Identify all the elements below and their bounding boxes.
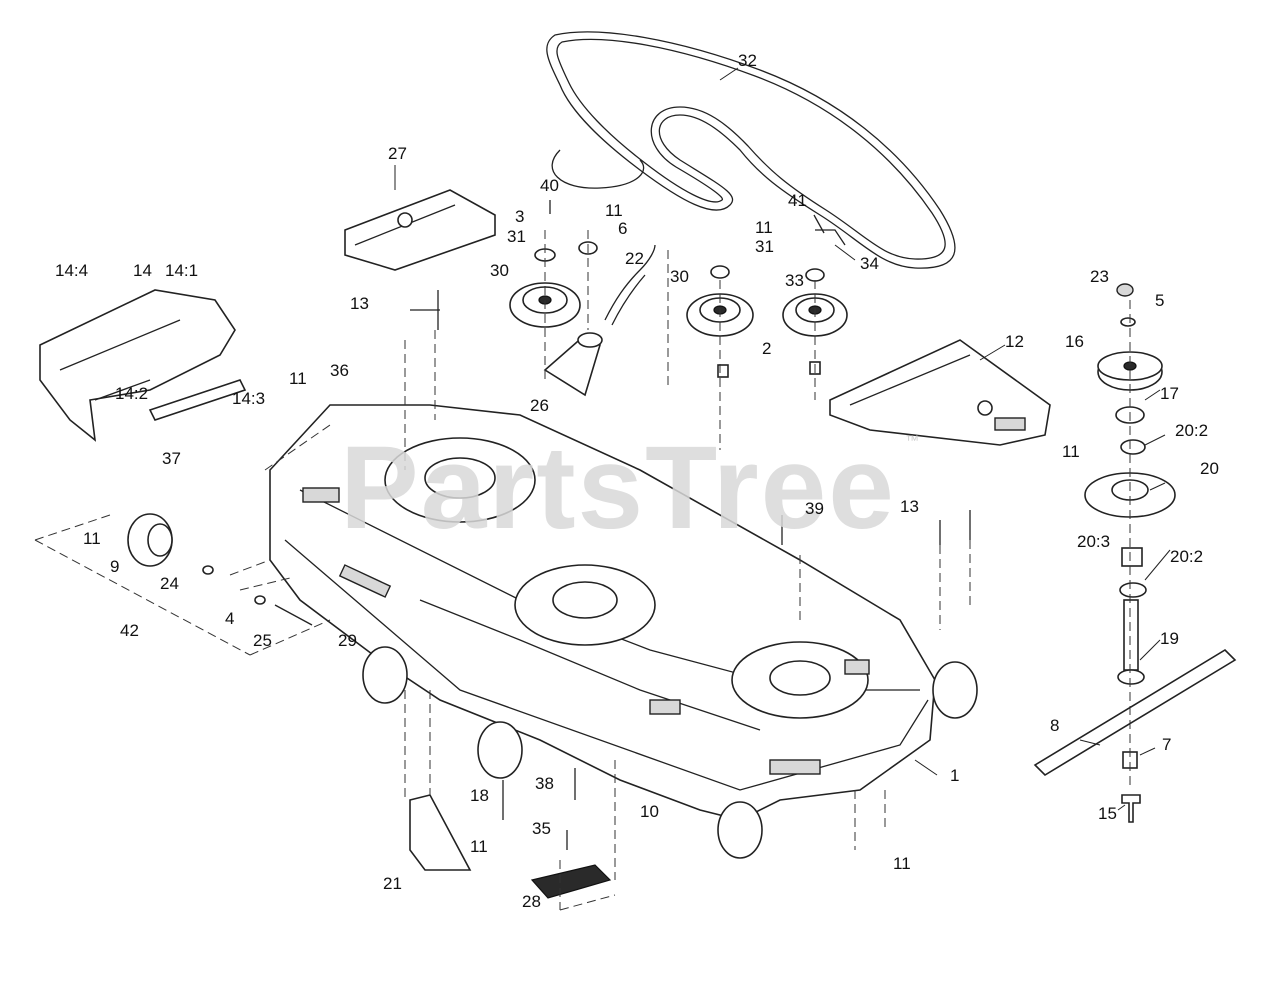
callout-4[interactable]: 4 bbox=[225, 609, 235, 628]
callout-38[interactable]: 38 bbox=[535, 774, 554, 793]
bolt-13-right[interactable] bbox=[939, 510, 971, 545]
spacer-2-a[interactable] bbox=[717, 364, 729, 378]
callout-11-b[interactable]: 11 bbox=[289, 369, 307, 388]
callout-3[interactable]: 3 bbox=[515, 207, 525, 226]
callout-5[interactable]: 5 bbox=[1155, 291, 1165, 310]
washer-4[interactable] bbox=[254, 595, 266, 605]
washer-31-b[interactable] bbox=[710, 265, 730, 279]
washer-31-c[interactable] bbox=[805, 268, 825, 282]
callout-39[interactable]: 39 bbox=[805, 499, 824, 518]
bearing-20-2-bottom[interactable] bbox=[1119, 582, 1147, 598]
callout-23[interactable]: 23 bbox=[1090, 267, 1109, 286]
leader-lines bbox=[394, 67, 1171, 811]
callout-18[interactable]: 18 bbox=[470, 786, 489, 805]
mower-deck-1[interactable] bbox=[269, 404, 978, 859]
belt-cover-12[interactable] bbox=[829, 339, 1051, 446]
callout-26[interactable]: 26 bbox=[530, 396, 549, 415]
callout-11-e[interactable]: 11 bbox=[1062, 442, 1080, 461]
wheel-9[interactable] bbox=[127, 513, 173, 567]
callout-11-a[interactable]: 11 bbox=[83, 529, 101, 548]
callout-12[interactable]: 12 bbox=[1005, 332, 1024, 351]
callout-14[interactable]: 14 bbox=[133, 261, 152, 280]
callout-2[interactable]: 2 bbox=[762, 339, 772, 358]
callout-25[interactable]: 25 bbox=[253, 631, 272, 650]
nut-23[interactable] bbox=[1116, 283, 1134, 297]
foot-plate-28[interactable] bbox=[530, 864, 612, 899]
bolt-24[interactable] bbox=[202, 565, 214, 575]
pulley-16[interactable] bbox=[1097, 351, 1163, 391]
spacer-20-3[interactable] bbox=[1121, 547, 1143, 567]
callout-17[interactable]: 17 bbox=[1160, 384, 1179, 403]
bolt-13-left[interactable] bbox=[410, 290, 440, 330]
callout-14-2[interactable]: 14:2 bbox=[115, 384, 149, 403]
callout-41[interactable]: 41 bbox=[788, 191, 807, 210]
bolt-15[interactable] bbox=[1121, 794, 1141, 823]
idler-arm-26[interactable] bbox=[543, 332, 603, 397]
callout-8[interactable]: 8 bbox=[1050, 716, 1060, 735]
callout-9[interactable]: 9 bbox=[110, 557, 120, 576]
assembly-lines bbox=[34, 230, 1131, 911]
watermark: PartsTree bbox=[340, 422, 896, 554]
callout-13-b[interactable]: 13 bbox=[900, 497, 919, 516]
belt-cover-27[interactable] bbox=[344, 189, 496, 271]
callout-24[interactable]: 24 bbox=[160, 574, 179, 593]
belt-cover-14[interactable] bbox=[39, 289, 236, 442]
callout-34[interactable]: 34 bbox=[860, 254, 879, 273]
callout-16[interactable]: 16 bbox=[1065, 332, 1084, 351]
callout-19[interactable]: 19 bbox=[1160, 629, 1179, 648]
callout-22[interactable]: 22 bbox=[625, 249, 644, 268]
bracket-14-2[interactable] bbox=[148, 379, 247, 421]
callout-6[interactable]: 6 bbox=[618, 219, 628, 238]
blade-8[interactable] bbox=[1033, 648, 1237, 777]
callout-10[interactable]: 10 bbox=[640, 802, 659, 821]
callout-20-2-a[interactable]: 20:2 bbox=[1175, 421, 1209, 440]
callout-35[interactable]: 35 bbox=[532, 819, 551, 838]
belt-32[interactable] bbox=[546, 31, 956, 269]
bolt-25[interactable] bbox=[274, 604, 313, 626]
callout-40[interactable]: 40 bbox=[540, 176, 559, 195]
bracket-34[interactable] bbox=[815, 229, 846, 246]
callout-33[interactable]: 33 bbox=[785, 271, 804, 290]
callout-36[interactable]: 36 bbox=[330, 361, 349, 380]
callout-20[interactable]: 20 bbox=[1200, 459, 1219, 478]
watermark-trademark: ™ bbox=[905, 432, 919, 448]
callout-30-b[interactable]: 30 bbox=[670, 267, 689, 286]
callout-31-b[interactable]: 31 bbox=[755, 237, 774, 256]
bearing-20-2-top[interactable] bbox=[1120, 439, 1146, 455]
callout-11-c[interactable]: 11 bbox=[605, 201, 623, 220]
callout-11-f[interactable]: 11 bbox=[470, 837, 488, 856]
callout-20-2-b[interactable]: 20:2 bbox=[1170, 547, 1204, 566]
callout-13-a[interactable]: 13 bbox=[350, 294, 369, 313]
callout-14-1[interactable]: 14:1 bbox=[165, 261, 199, 280]
callout-37[interactable]: 37 bbox=[162, 449, 181, 468]
bracket-21[interactable] bbox=[409, 794, 472, 871]
callout-20-3[interactable]: 20:3 bbox=[1077, 532, 1111, 551]
callout-42[interactable]: 42 bbox=[120, 621, 139, 640]
spindle-shaft-19[interactable] bbox=[1117, 599, 1145, 685]
callout-7[interactable]: 7 bbox=[1162, 735, 1172, 754]
callout-27[interactable]: 27 bbox=[388, 144, 407, 163]
callout-32[interactable]: 32 bbox=[738, 51, 757, 70]
washer-5[interactable] bbox=[1120, 317, 1136, 327]
callout-31-a[interactable]: 31 bbox=[507, 227, 526, 246]
callout-14-3[interactable]: 14:3 bbox=[232, 389, 266, 408]
callout-14-4[interactable]: 14:4 bbox=[55, 261, 89, 280]
callout-11-g[interactable]: 11 bbox=[893, 854, 911, 873]
callout-29[interactable]: 29 bbox=[338, 631, 357, 650]
callout-1[interactable]: 1 bbox=[950, 766, 960, 785]
callout-28[interactable]: 28 bbox=[522, 892, 541, 911]
callout-15[interactable]: 15 bbox=[1098, 804, 1117, 823]
callout-21[interactable]: 21 bbox=[383, 874, 402, 893]
spring-22[interactable] bbox=[604, 244, 656, 326]
callout-30-a[interactable]: 30 bbox=[490, 261, 509, 280]
callout-11-d[interactable]: 11 bbox=[755, 218, 773, 237]
